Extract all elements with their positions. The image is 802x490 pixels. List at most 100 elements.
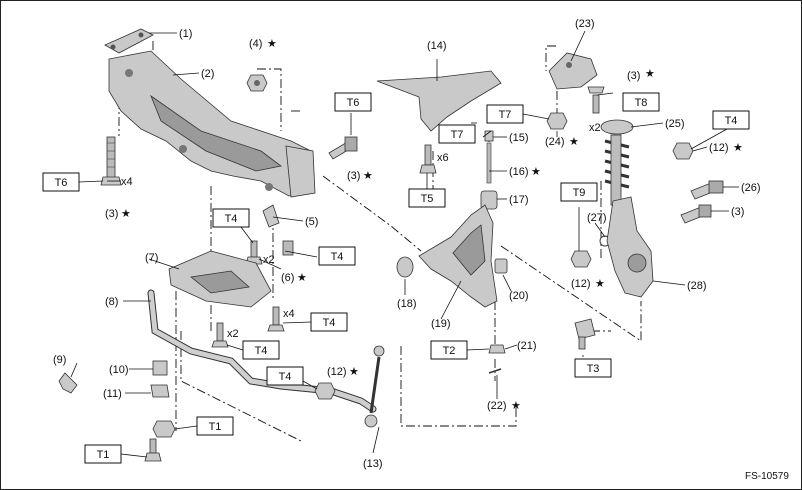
part-14-cover (376, 70, 502, 132)
part-t1-fasteners (144, 420, 176, 462)
star-part-24: ★ (569, 136, 579, 148)
label-part-12-link: (12) (327, 366, 347, 378)
star-part-3-left: ★ (121, 208, 131, 220)
label-part-3-left: (3) (105, 208, 118, 220)
star-part-12-strut: ★ (733, 142, 743, 154)
svg-text:T4: T4 (225, 213, 238, 225)
star-part-3-right: ★ (363, 170, 373, 182)
label-part-17: (17) (509, 194, 529, 206)
star-part-3-top: ★ (645, 68, 655, 80)
torque-box-t4-a: T4 (212, 208, 254, 244)
svg-text:T4: T4 (279, 371, 292, 383)
leader-lines (70, 30, 739, 454)
label-part-7: (7) (145, 252, 158, 264)
torque-box-t4-d: T4 (226, 340, 280, 360)
label-part-25: (25) (665, 118, 685, 130)
label-part-6: (6) (281, 272, 294, 284)
multiplier-x4-left: x4 (121, 176, 133, 188)
part-9-clip (58, 372, 78, 394)
part-20-ball-joint (494, 258, 508, 274)
part-22-pin (488, 368, 502, 374)
part-plate-bolts (211, 306, 285, 348)
part-12-nut-strut (672, 142, 694, 160)
label-part-15: (15) (509, 132, 529, 144)
svg-text:T8: T8 (635, 97, 648, 109)
label-part-12-strut: (12) (709, 142, 729, 154)
part-10-bushing (152, 360, 168, 376)
part-25-strut (600, 119, 634, 206)
label-part-16: (16) (509, 166, 529, 178)
torque-box-t1-b: T1 (84, 444, 148, 464)
multiplier-x2-mid: x2 (263, 254, 275, 266)
torque-box-t5: T5 (408, 173, 446, 208)
torque-box-t4-c: T4 (282, 312, 348, 332)
label-part-11: (11) (103, 388, 122, 400)
star-part-12-link: ★ (349, 366, 359, 378)
part-28-knuckle (606, 196, 654, 298)
part-15-17-stack (480, 130, 498, 210)
label-part-3-knuckle: (3) (731, 206, 744, 218)
svg-text:T7: T7 (499, 109, 512, 121)
part-8-stabilizer (147, 289, 377, 413)
svg-text:T7: T7 (451, 129, 464, 141)
multiplier-x2-strut: x2 (589, 122, 601, 134)
part-26-bolts (680, 180, 724, 224)
star-part-12-knuckle: ★ (595, 278, 605, 290)
star-part-6: ★ (297, 272, 307, 284)
figure-reference: FS-10579 (745, 471, 789, 482)
label-part-2: (2) (201, 68, 214, 80)
label-part-3-top: (3) (627, 70, 640, 82)
torque-box-t4-f: T4 (712, 110, 750, 130)
part-21-nut (488, 344, 506, 354)
part-bolt-left (100, 136, 122, 186)
label-part-28: (28) (687, 280, 707, 292)
label-part-14: (14) (427, 40, 447, 52)
svg-text:T1: T1 (209, 421, 222, 433)
part-2-subframe (108, 50, 316, 198)
part-7-plate (168, 250, 272, 308)
label-part-3-right: (3) (347, 170, 360, 182)
multiplier-labels: x4 x2 x2 x4 x6 x2 (121, 122, 601, 340)
torque-boxes: T6 T6 T4 T4 T4 T4 T4 (42, 92, 750, 464)
multiplier-x2-lower: x2 (227, 328, 239, 340)
part-19-lower-arm (418, 204, 498, 308)
svg-text:T6: T6 (55, 177, 68, 189)
label-part-4: (4) (249, 38, 262, 50)
svg-text:T5: T5 (421, 193, 434, 205)
label-part-8: (8) (105, 296, 118, 308)
star-part-4: ★ (267, 38, 277, 50)
svg-text:T6: T6 (347, 97, 360, 109)
svg-text:T4: T4 (323, 317, 336, 329)
star-part-16: ★ (531, 166, 541, 178)
svg-text:T4: T4 (331, 251, 344, 263)
label-part-12-knuckle: (12) (571, 278, 591, 290)
torque-box-t4-e: T4 (266, 366, 318, 390)
part-t5-bolt (419, 144, 437, 174)
label-part-13: (13) (363, 458, 383, 470)
svg-text:T9: T9 (573, 187, 586, 199)
part-12-nut-link (314, 382, 336, 400)
torque-box-t4-b: T4 (318, 246, 356, 266)
part-13-link (364, 345, 385, 428)
torque-box-t7-b: T7 (438, 124, 476, 144)
torque-box-t6-right: T6 (334, 92, 372, 112)
part-4-nut (246, 74, 268, 92)
label-part-22: (22) (487, 400, 507, 412)
torque-box-t6-left: T6 (42, 172, 104, 192)
label-part-9: (9) (53, 354, 66, 366)
torque-box-t3: T3 (574, 358, 612, 378)
label-part-5: (5) (305, 216, 318, 228)
part-18-bushing (396, 256, 414, 278)
torque-box-t7-a: T7 (486, 104, 550, 124)
svg-text:T4: T4 (725, 115, 738, 127)
svg-text:T1: T1 (97, 449, 110, 461)
torque-box-t8: T8 (622, 92, 660, 112)
part-23-mount (548, 52, 598, 90)
label-part-10: (10) (109, 364, 129, 376)
torque-box-t2: T2 (430, 340, 490, 360)
star-part-22: ★ (511, 400, 521, 412)
part-11-bracket (150, 384, 170, 398)
part-t3-bolt (574, 318, 596, 350)
